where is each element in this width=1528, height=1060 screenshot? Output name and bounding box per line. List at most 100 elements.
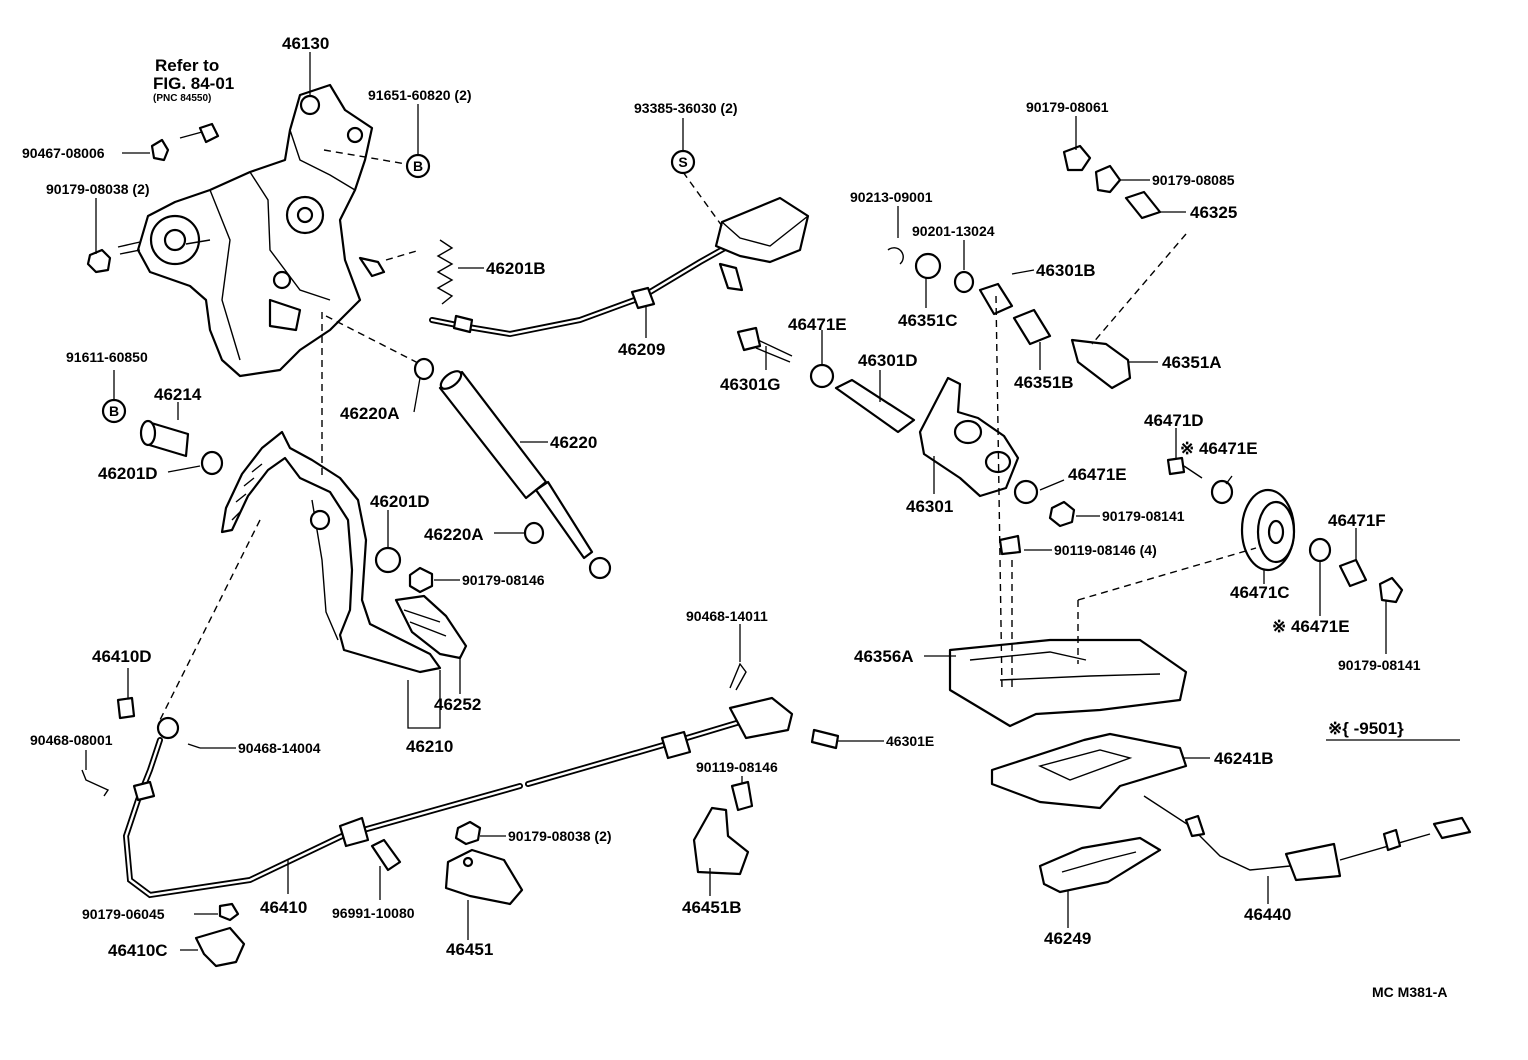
label-90179-06045: 90179-06045 bbox=[82, 906, 165, 922]
label-46410D: 46410D bbox=[92, 647, 152, 666]
label-46209: 46209 bbox=[618, 340, 665, 359]
callout-s-label: S bbox=[678, 154, 687, 170]
label-46201D-a: 46201D bbox=[98, 464, 158, 483]
boot-46249-inner bbox=[1061, 851, 1137, 873]
bushing-46201D-lower bbox=[374, 546, 402, 574]
label-46351A: 46351A bbox=[1162, 353, 1222, 372]
label-46301: 46301 bbox=[906, 497, 953, 516]
spring-46201B bbox=[436, 239, 454, 305]
clip-90468-14004 bbox=[187, 743, 201, 749]
nut-90179-08061 bbox=[1062, 144, 1092, 172]
cable-46410 bbox=[122, 696, 794, 899]
bushing-46471E-b bbox=[1013, 479, 1039, 505]
label-90119-08146-a: 90119-08146 bbox=[696, 759, 778, 775]
label-46201B: 46201B bbox=[486, 259, 546, 278]
cable-46440 bbox=[1143, 795, 1472, 882]
figure-reference-code: MC M381-A bbox=[1372, 984, 1447, 1000]
lever-46301 bbox=[918, 376, 1020, 498]
clip-90213 bbox=[887, 247, 904, 265]
dash-line bbox=[159, 519, 261, 721]
bracket-stud bbox=[117, 241, 141, 255]
label-46471F: 46471F bbox=[1328, 511, 1386, 530]
bracket-46410C bbox=[194, 926, 246, 968]
nut-90179-06045 bbox=[218, 902, 240, 922]
label-46220: 46220 bbox=[550, 433, 597, 452]
label-46471E-b: 46471E bbox=[1068, 465, 1127, 484]
label-46210: 46210 bbox=[406, 737, 453, 756]
bolt-46301G bbox=[736, 326, 762, 352]
label-refer-line3: (PNC 84550) bbox=[153, 93, 211, 104]
nut-90179-08038 bbox=[86, 248, 112, 274]
label-90179-08146: 90179-08146 bbox=[462, 572, 545, 588]
bushing-46471E-c bbox=[1210, 479, 1234, 505]
bushing-46220A-top bbox=[413, 357, 435, 381]
label-91611-60850: 91611-60850 bbox=[66, 349, 148, 365]
applicability-note: ※{ -9501} bbox=[1328, 719, 1404, 738]
nut-90179-08141-a bbox=[1048, 500, 1076, 528]
label-90179-08141-b: 90179-08141 bbox=[1338, 657, 1421, 673]
label-46451B: 46451B bbox=[682, 898, 742, 917]
nut-90179-08141-b bbox=[1378, 576, 1404, 604]
pulley-46471C bbox=[1240, 488, 1296, 572]
label-90468-14004: 90468-14004 bbox=[238, 740, 321, 756]
washer-90201 bbox=[953, 270, 975, 294]
callout-b-top bbox=[405, 153, 431, 179]
label-90179-08038-a: 90179-08038 (2) bbox=[46, 181, 150, 197]
label-46325: 46325 bbox=[1190, 203, 1237, 222]
bolt-46471D-shaft bbox=[1183, 465, 1203, 479]
label-46471E-c: ※ 46471E bbox=[1180, 439, 1258, 458]
part-labels: Refer to FIG. 84-01 (PNC 84550) 46130 91… bbox=[22, 34, 1447, 1000]
callout-b-left bbox=[101, 398, 127, 424]
label-46410C: 46410C bbox=[108, 941, 168, 960]
label-90201-13024: 90201-13024 bbox=[912, 223, 995, 239]
bushing-46220A-bottom bbox=[523, 521, 545, 545]
bushing-46351B bbox=[1012, 308, 1052, 346]
label-46214: 46214 bbox=[154, 385, 202, 404]
leader-lines bbox=[85, 52, 1460, 951]
label-46471E-a: 46471E bbox=[788, 315, 847, 334]
label-46220A-b: 46220A bbox=[424, 525, 484, 544]
label-46301G: 46301G bbox=[720, 375, 781, 394]
label-refer-line2: FIG. 84-01 bbox=[153, 74, 234, 93]
label-refer-line1: Refer to bbox=[155, 56, 219, 75]
pin-46351A bbox=[1070, 338, 1132, 390]
label-96991-10080: 96991-10080 bbox=[332, 905, 415, 921]
bolt-90119-08146 bbox=[730, 780, 754, 812]
label-90179-08061: 90179-08061 bbox=[1026, 99, 1109, 115]
label-46201D-b: 46201D bbox=[370, 492, 430, 511]
plate-46241B bbox=[990, 732, 1188, 810]
label-46249: 46249 bbox=[1044, 929, 1091, 948]
label-90213-09001: 90213-09001 bbox=[850, 189, 933, 205]
pedal-arm-46210 bbox=[220, 430, 442, 674]
label-46241B: 46241B bbox=[1214, 749, 1274, 768]
bracket-46451 bbox=[444, 848, 524, 906]
bushing-46471E-a bbox=[809, 363, 835, 389]
label-90119-08146-b: 90119-08146 (4) bbox=[1054, 542, 1157, 558]
spacer-46471F bbox=[1338, 558, 1368, 588]
pedal-pad-46252 bbox=[394, 594, 468, 660]
label-46301E: 46301E bbox=[886, 733, 934, 749]
label-90179-08038-b: 90179-08038 (2) bbox=[508, 828, 612, 844]
label-91651-60820: 91651-60820 (2) bbox=[368, 87, 472, 103]
bolt-shaft bbox=[179, 131, 203, 139]
bushing-46471E-d bbox=[1308, 537, 1332, 563]
pin-46410D bbox=[116, 696, 136, 720]
dash-line bbox=[995, 295, 1003, 691]
label-90179-08141-a: 90179-08141 bbox=[1102, 508, 1185, 524]
label-46410: 46410 bbox=[260, 898, 307, 917]
bolt-46301G-shaft bbox=[755, 339, 793, 363]
damper-46220 bbox=[438, 370, 612, 580]
label-46440: 46440 bbox=[1244, 905, 1291, 924]
label-46451: 46451 bbox=[446, 940, 493, 959]
callout-s bbox=[670, 149, 696, 175]
dash-line bbox=[682, 171, 723, 227]
clip-90467 bbox=[150, 138, 170, 162]
label-90468-08001: 90468-08001 bbox=[30, 732, 113, 748]
bushing-46214-end bbox=[139, 419, 157, 447]
bracket-46451B bbox=[692, 806, 750, 876]
pin-46301D bbox=[834, 378, 916, 434]
label-46351B: 46351B bbox=[1014, 373, 1074, 392]
label-46301B: 46301B bbox=[1036, 261, 1096, 280]
nut-90179-08038-b bbox=[454, 820, 482, 846]
nut-90179-08085 bbox=[1094, 164, 1122, 194]
